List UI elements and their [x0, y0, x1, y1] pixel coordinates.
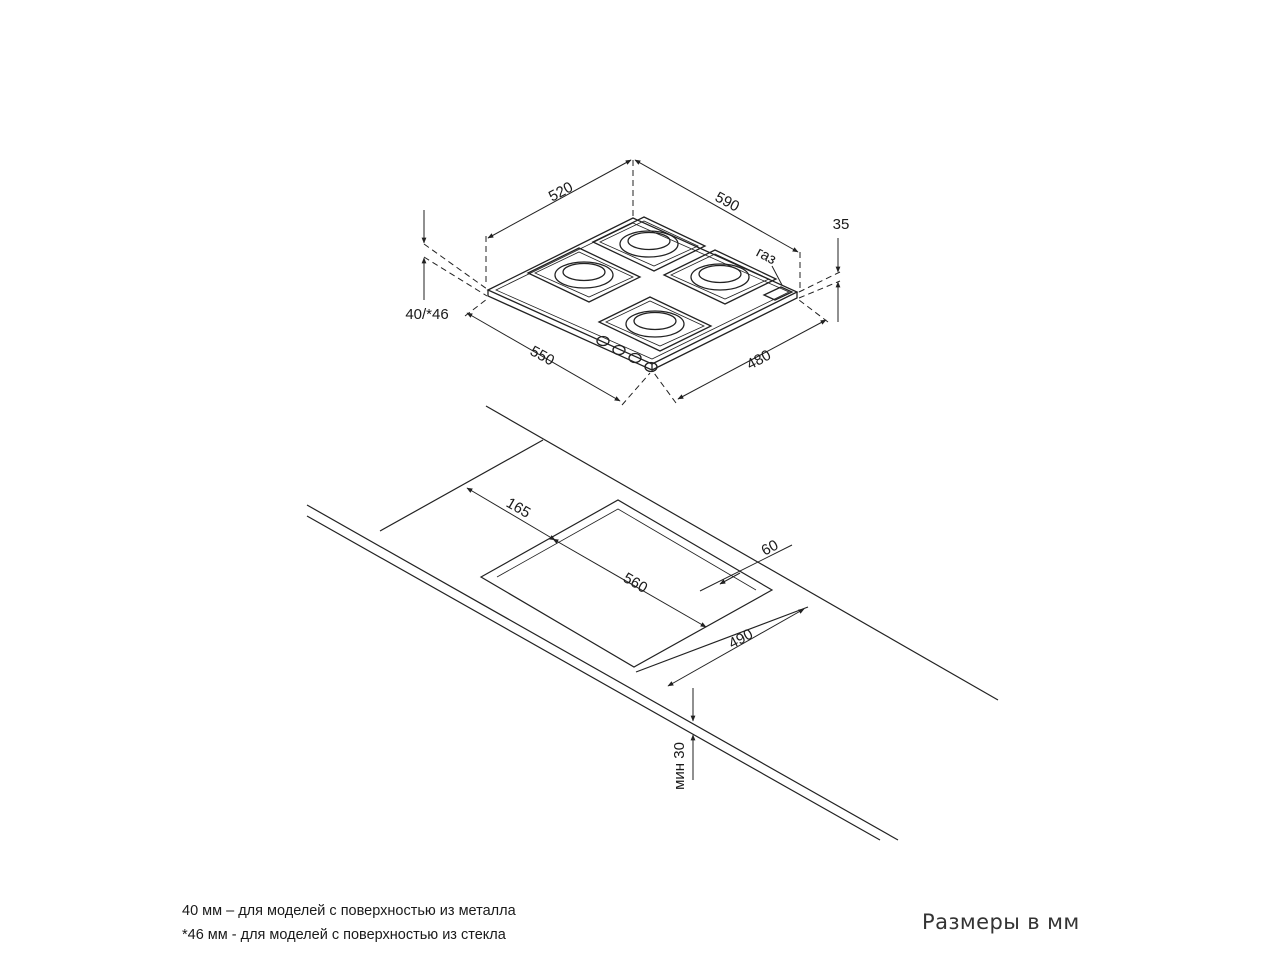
dim-width-top: 590 — [712, 189, 742, 216]
dim-offset-side: 60 — [759, 537, 782, 560]
hob-dimension-lines — [421, 159, 841, 406]
control-knobs — [596, 335, 658, 373]
cutout-dimension-lines — [466, 487, 805, 780]
units-label: Размеры в мм — [922, 910, 1080, 934]
burner-right — [662, 249, 778, 305]
dim-cutout-depth: 490 — [726, 626, 756, 653]
dim-min-clearance: мин 30 — [671, 742, 688, 790]
burner-left — [526, 247, 642, 303]
countertop-drawing — [306, 405, 999, 841]
countertop-front-edge — [306, 504, 899, 841]
dim-depth-top: 520 — [546, 179, 576, 206]
dim-height-front: 40/*46 — [405, 306, 448, 323]
cutout-opening — [479, 499, 774, 668]
dim-height-rear: 35 — [833, 216, 850, 233]
note-glass: *46 мм - для моделей с поверхностью из с… — [182, 927, 506, 943]
dim-offset-back: 165 — [503, 494, 533, 521]
note-metal: 40 мм – для моделей с поверхностью из ме… — [182, 903, 516, 919]
countertop-front-lower-edge — [306, 515, 881, 841]
dim-width-bottom: 550 — [527, 343, 557, 370]
gas-connection — [762, 286, 794, 301]
gas-label: газ — [753, 244, 779, 269]
countertop-back-edge — [485, 405, 999, 701]
